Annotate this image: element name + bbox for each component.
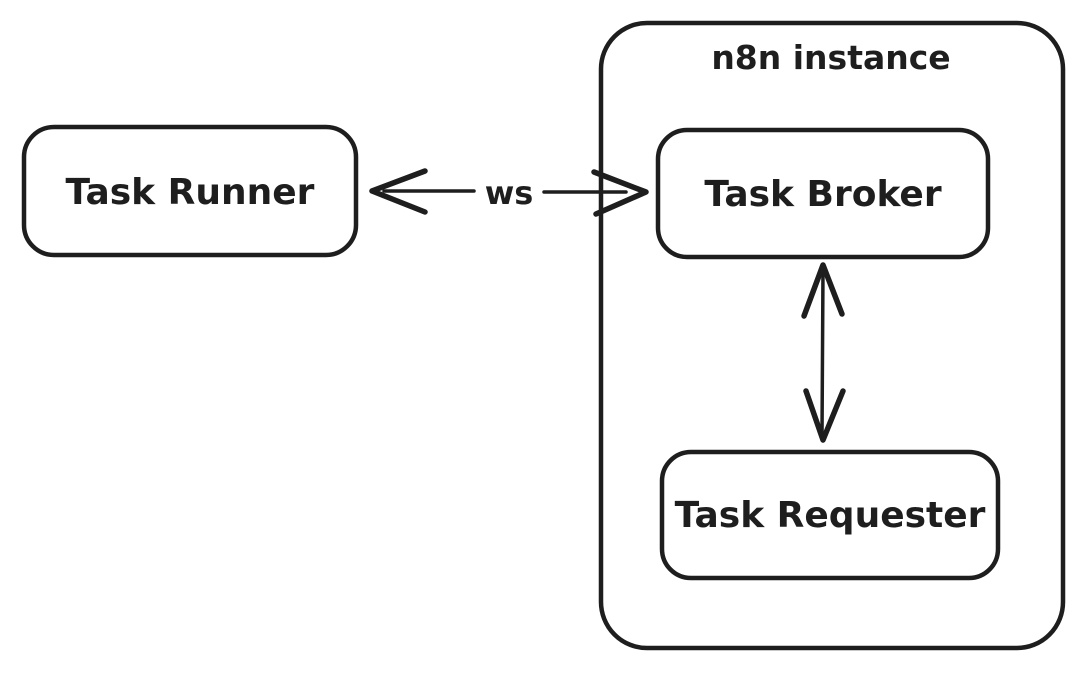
n8n-instance-container bbox=[598, 20, 1066, 651]
diagram-shapes bbox=[21, 20, 1066, 651]
ws-arrow-label: ws bbox=[485, 174, 534, 212]
n8n-instance-label: n8n instance bbox=[711, 38, 950, 77]
task-requester-label: Task Requester bbox=[675, 495, 986, 536]
ws-bidirectional-arrow-icon bbox=[369, 168, 649, 217]
task-broker-label: Task Broker bbox=[704, 174, 941, 215]
diagram-labels: Task Runner n8n instance Task Broker Tas… bbox=[66, 38, 986, 536]
broker-requester-bidirectional-arrow-icon bbox=[801, 262, 846, 443]
task-broker-node bbox=[655, 127, 991, 260]
task-requester-node bbox=[659, 449, 1001, 581]
task-runner-label: Task Runner bbox=[66, 172, 315, 213]
task-runner-node bbox=[21, 124, 359, 258]
